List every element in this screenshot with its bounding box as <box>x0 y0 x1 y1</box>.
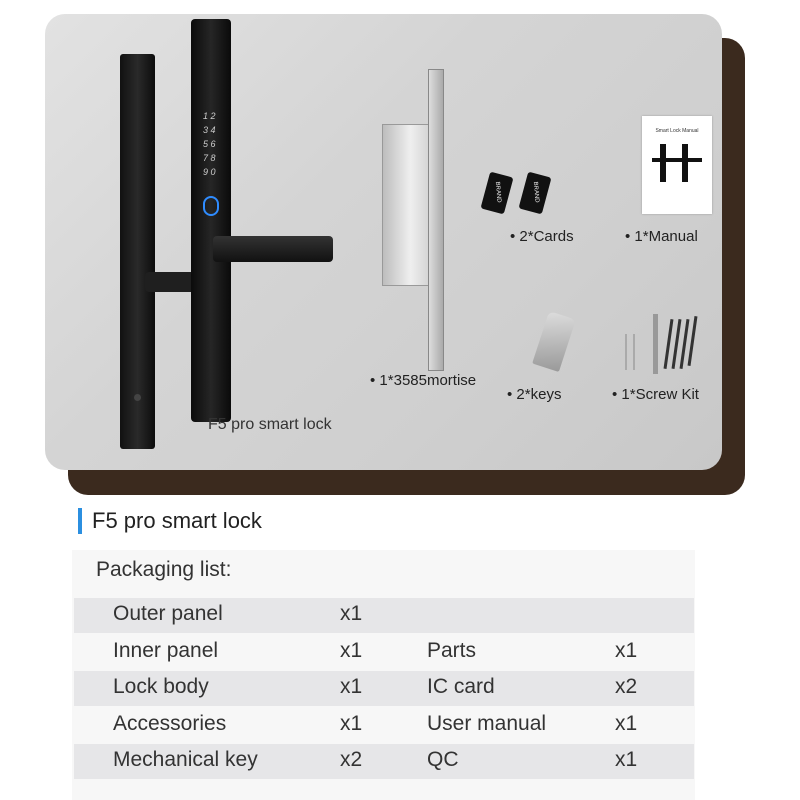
packaging-list-table: Packaging list: Outer panel x1 Inner pan… <box>72 550 695 800</box>
card-image-1: BRAND <box>480 171 514 215</box>
item-label-mortise: • 1*3585mortise <box>370 372 477 389</box>
item-qty: x1 <box>615 639 638 662</box>
item-name: Inner panel <box>113 639 219 662</box>
lock-handle <box>213 236 333 262</box>
key-4: 4 <box>210 125 216 135</box>
table-row: Inner panel x1 Parts x1 <box>74 635 694 670</box>
key-5: 5 <box>203 139 209 149</box>
item-qty: x1 <box>615 748 638 771</box>
item-qty: x1 <box>340 712 363 735</box>
item-label-manual: • 1*Manual <box>625 228 698 245</box>
item-label-screw-kit: • 1*Screw Kit <box>612 386 699 403</box>
lock-outer-panel: 1 2 3 4 5 6 7 8 9 0 <box>191 19 231 422</box>
card-brand-text: BRAND <box>531 181 540 203</box>
product-image-panel: 1 2 3 4 5 6 7 8 9 0 F5 pro smart lock • … <box>45 14 722 470</box>
item-name: Lock body <box>113 675 209 698</box>
keyhole-icon <box>134 394 141 401</box>
card-image-2: BRAND <box>518 171 552 215</box>
table-row: Mechanical key x2 QC x1 <box>74 744 694 779</box>
fingerprint-sensor-icon <box>203 196 219 216</box>
card-brand-text: BRAND <box>493 181 502 203</box>
item-label-keys: • 2*keys <box>507 386 562 403</box>
item-name: IC card <box>427 675 495 698</box>
item-name: Accessories <box>113 712 227 735</box>
mortise-faceplate <box>428 69 444 371</box>
item-qty: x1 <box>615 712 638 735</box>
packaging-list-heading: Packaging list: <box>96 558 232 581</box>
lock-handle-inner <box>145 272 195 292</box>
manual-image: Smart Lock Manual <box>642 116 712 214</box>
key-0: 0 <box>210 167 216 177</box>
item-qty: x1 <box>340 602 363 625</box>
item-qty: x2 <box>615 675 638 698</box>
key-7: 7 <box>203 153 209 163</box>
item-qty: x1 <box>340 675 363 698</box>
screw-kit-image <box>615 314 705 374</box>
key-3: 3 <box>203 125 209 135</box>
lock-inner-panel <box>120 54 155 449</box>
item-label-cards: • 2*Cards <box>510 228 574 245</box>
item-name: Mechanical key <box>113 748 258 771</box>
table-row: Lock body x1 IC card x2 <box>74 671 694 706</box>
table-row: Outer panel x1 <box>74 598 694 633</box>
table-row: Accessories x1 User manual x1 <box>74 708 694 743</box>
key-9: 9 <box>203 167 209 177</box>
keypad: 1 2 3 4 5 6 7 8 9 0 <box>203 109 223 179</box>
section-title: F5 pro smart lock <box>78 508 262 534</box>
key-2: 2 <box>210 111 216 121</box>
key-8: 8 <box>210 153 216 163</box>
keys-image <box>532 311 576 372</box>
item-qty: x2 <box>340 748 363 771</box>
item-qty: x1 <box>340 639 363 662</box>
lock-name-label: F5 pro smart lock <box>208 416 332 433</box>
item-name: User manual <box>427 712 547 735</box>
item-name: QC <box>427 748 459 771</box>
manual-title: Smart Lock Manual <box>655 128 699 134</box>
key-6: 6 <box>210 139 216 149</box>
item-name: Parts <box>427 639 477 662</box>
item-name: Outer panel <box>113 602 223 625</box>
key-1: 1 <box>203 111 209 121</box>
